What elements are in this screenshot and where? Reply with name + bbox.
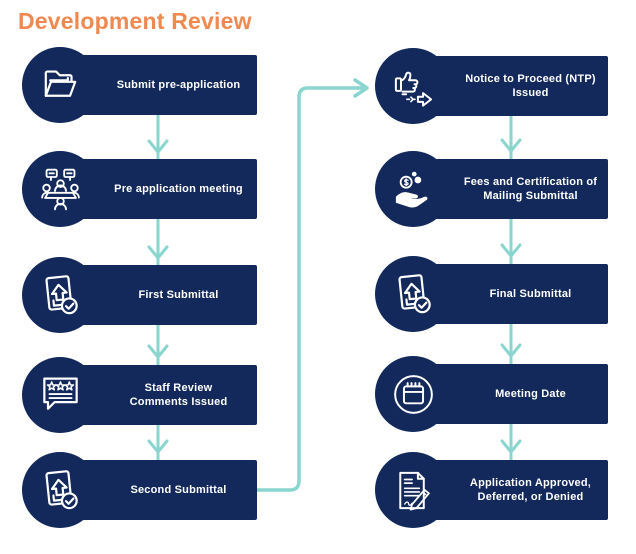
- document-signature-icon: [390, 467, 437, 514]
- step-label: Meeting Date: [495, 387, 566, 400]
- icon-circle: [22, 47, 98, 123]
- step-label: Notice to Proceed (NTP) Issued: [465, 72, 596, 99]
- step-label: Final Submittal: [489, 287, 572, 300]
- step-first-submittal: First Submittal: [22, 257, 257, 333]
- step-notice-to-proceed: Notice to Proceed (NTP) Issued: [375, 48, 608, 124]
- step-submit-pre-application: Submit pre-application: [22, 47, 257, 123]
- hand-coins-icon: [390, 166, 437, 213]
- icon-circle: [375, 48, 451, 124]
- step-second-submittal: Second Submittal: [22, 452, 257, 528]
- icon-circle: [375, 452, 451, 528]
- step-label: Application Approved, Deferred, or Denie…: [469, 476, 592, 503]
- step-meeting-date: Meeting Date: [375, 356, 608, 432]
- step-staff-review-comments: Staff Review Comments Issued: [22, 357, 257, 433]
- folder-icon: [37, 62, 84, 109]
- meeting-people-icon: [37, 166, 84, 213]
- upload-document-icon: [390, 271, 437, 318]
- step-label: First Submittal: [138, 288, 219, 301]
- step-label: Submit pre-application: [116, 78, 241, 91]
- page-title: Development Review: [18, 8, 252, 34]
- icon-circle: [22, 151, 98, 227]
- review-stars-comment-icon: [37, 372, 84, 419]
- step-label: Second Submittal: [130, 483, 227, 496]
- icon-circle: [22, 257, 98, 333]
- upload-document-icon: [37, 272, 84, 319]
- step-label: Staff Review Comments Issued: [129, 381, 228, 408]
- step-pre-application-meeting: Pre application meeting: [22, 151, 257, 227]
- icon-circle: [22, 357, 98, 433]
- icon-circle: [375, 356, 451, 432]
- icon-circle: [22, 452, 98, 528]
- upload-document-icon: [37, 467, 84, 514]
- column-connector-arrow: [255, 78, 369, 492]
- step-final-submittal: Final Submittal: [375, 256, 608, 332]
- thumbs-up-arrow-icon: [390, 63, 437, 110]
- calendar-icon: [390, 371, 437, 418]
- step-label: Pre application meeting: [114, 182, 243, 195]
- step-application-decision: Application Approved, Deferred, or Denie…: [375, 452, 608, 528]
- icon-circle: [375, 151, 451, 227]
- step-fees-certification-mailing: Fees and Certification of Mailing Submit…: [375, 151, 608, 227]
- icon-circle: [375, 256, 451, 332]
- step-label: Fees and Certification of Mailing Submit…: [463, 175, 598, 202]
